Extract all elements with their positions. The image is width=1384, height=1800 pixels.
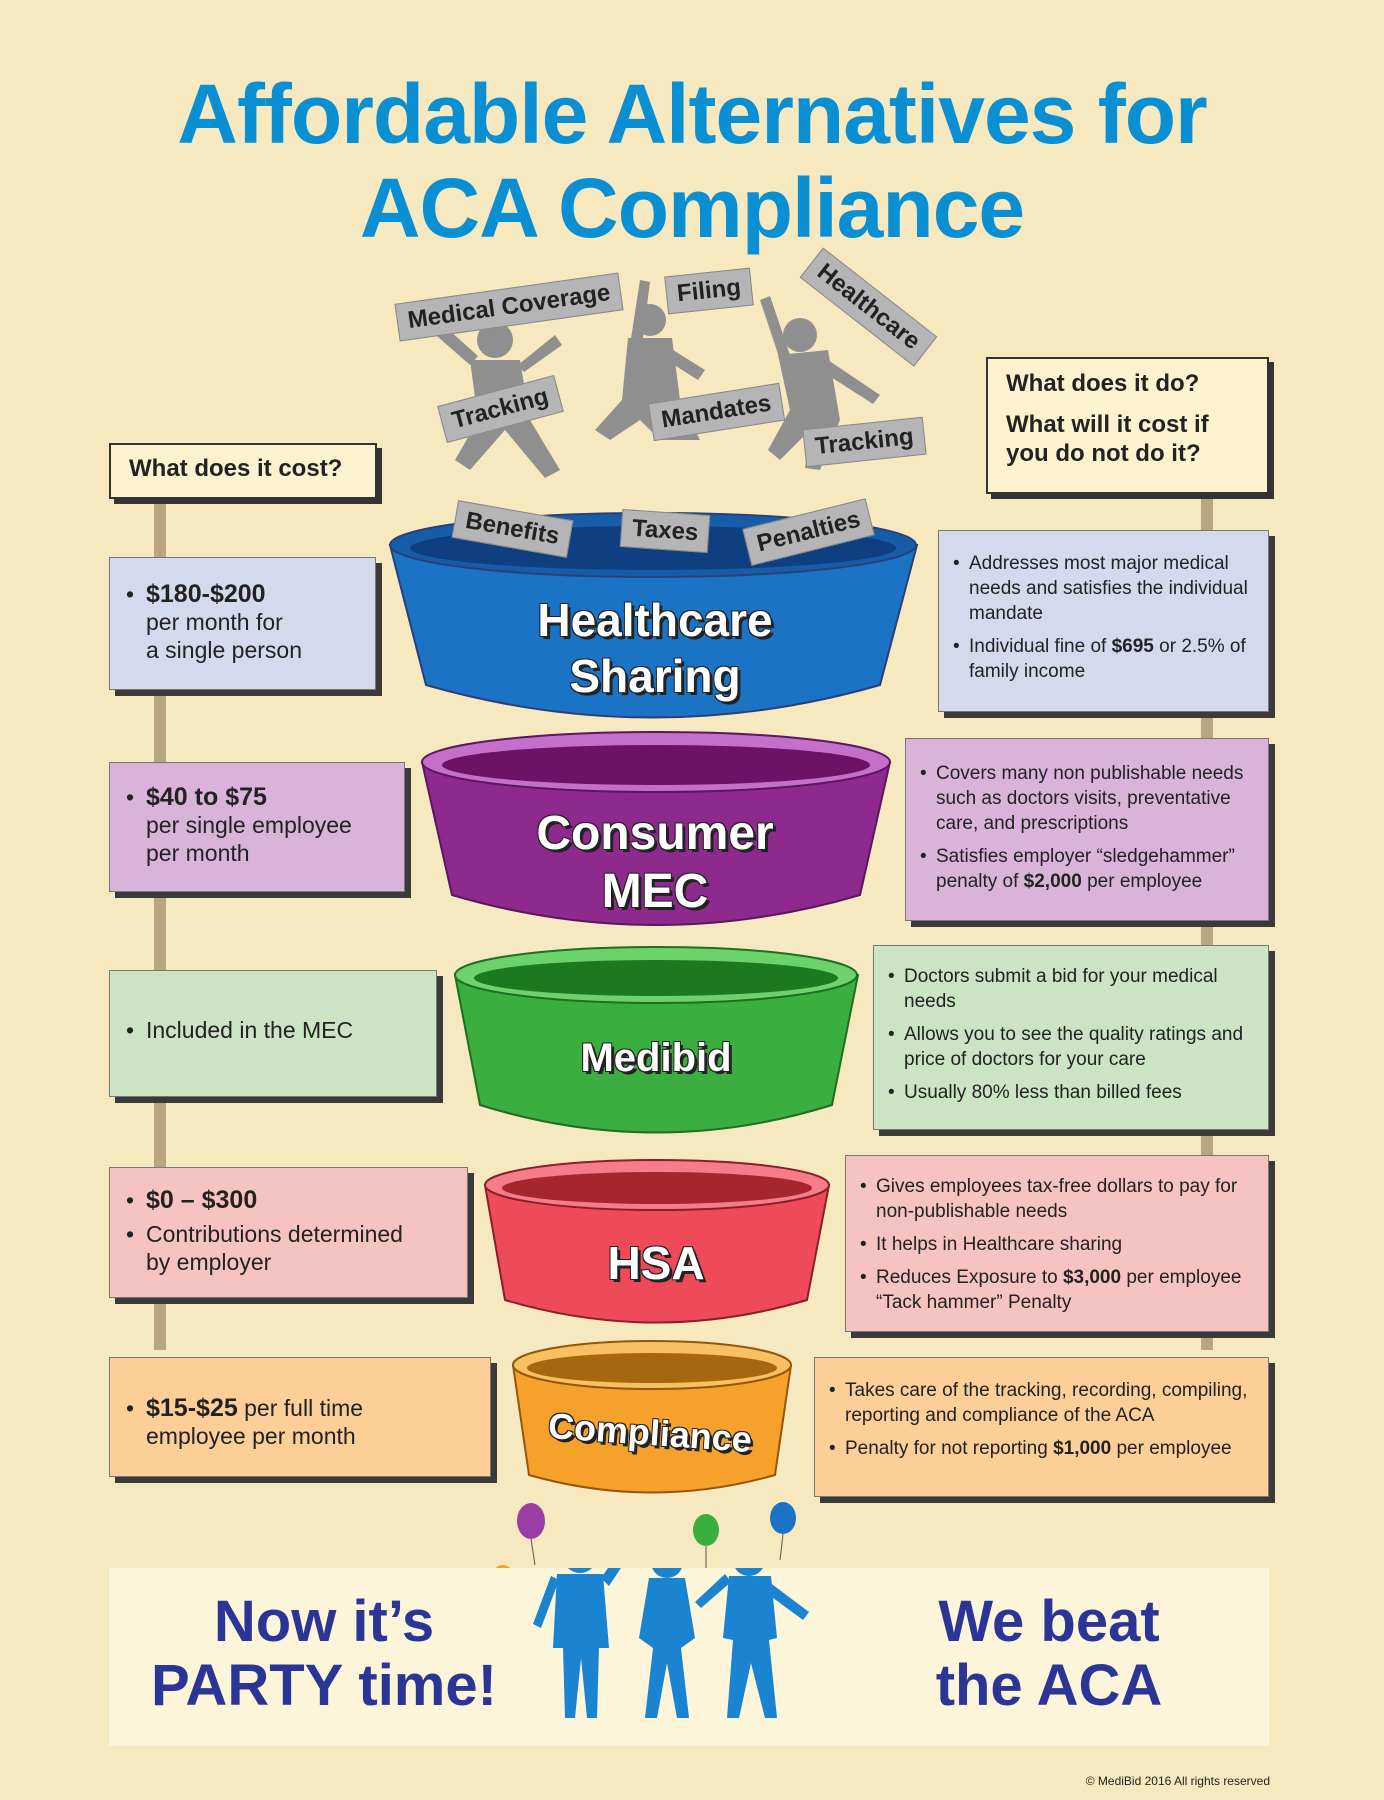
detail-item: Gives employees tax-free dollars to pay …	[858, 1174, 1256, 1224]
funnel-tier-medibid	[453, 946, 860, 1134]
cost-box-healthcare-sharing: $180-$200 per month for a single person	[109, 557, 376, 690]
detail-box-hsa: Gives employees tax-free dollars to pay …	[845, 1155, 1269, 1332]
left-pole	[154, 490, 166, 1350]
detail-item: Penalty for not reporting $1,000 per emp…	[827, 1436, 1256, 1461]
detail-text: per employee	[1111, 1438, 1232, 1459]
party-left-text: Now it’s PARTY time!	[139, 1590, 509, 1718]
funnel-tier-compliance	[511, 1340, 793, 1494]
detail-box-healthcare-sharing: Addresses most major medical needs and s…	[938, 530, 1269, 712]
cost-line-1: per single employee	[146, 812, 352, 838]
celebrating-people-icon	[533, 1568, 809, 1718]
detail-text: Doctors submit a bid for your medical ne…	[904, 966, 1218, 1012]
cost-item: Contributions determined by employer	[124, 1220, 416, 1276]
cost-line-2: per month	[146, 840, 250, 866]
tier-label-line-1: Medibid	[580, 1036, 732, 1080]
detail-text: Allows you to see the quality ratings an…	[904, 1024, 1244, 1070]
left-header-text: What does it cost?	[129, 455, 343, 482]
detail-box-medibid: Doctors submit a bid for your medical ne…	[873, 945, 1269, 1130]
flying-word-taxes: Taxes	[619, 508, 711, 554]
cost-item: $180-$200 per month for a single person	[124, 580, 361, 664]
detail-text: per employee	[1081, 871, 1203, 892]
detail-item: Doctors submit a bid for your medical ne…	[886, 964, 1256, 1014]
detail-text: Reduces Exposure to	[876, 1267, 1063, 1288]
cost-item: $0 – $300	[124, 1186, 453, 1214]
cost-box-hsa: $0 – $300 Contributions determined by em…	[109, 1167, 468, 1298]
cost-amount: $40 to $75	[146, 783, 267, 811]
party-left-line-1: Now it’s	[213, 1589, 435, 1654]
cost-amount: $15-$25	[146, 1394, 238, 1422]
detail-item: Covers many non publishable needs such a…	[918, 761, 1256, 836]
tier-label-hsa: HSA	[556, 1236, 756, 1290]
detail-text: Takes care of the tracking, recording, c…	[845, 1380, 1248, 1426]
detail-amount: $2,000	[1023, 871, 1082, 892]
detail-item: Addresses most major medical needs and s…	[951, 551, 1256, 626]
detail-box-compliance: Takes care of the tracking, recording, c…	[814, 1357, 1269, 1497]
tier-label-line-2: MEC	[601, 865, 709, 918]
tier-label-line-1: Consumer	[536, 807, 774, 860]
detail-item: It helps in Healthcare sharing	[858, 1232, 1256, 1257]
right-header-line-1: What does it do?	[1006, 370, 1200, 397]
detail-amount: $695	[1111, 636, 1154, 657]
detail-text: Usually 80% less than billed fees	[904, 1082, 1182, 1103]
detail-text: or 2.5% of family income	[969, 636, 1246, 682]
detail-amount: $1,000	[1053, 1438, 1112, 1459]
party-banner: Now it’s PARTY time! We beat the ACA	[109, 1568, 1269, 1746]
cost-box-medibid: Included in the MEC	[109, 970, 437, 1097]
detail-item: Satisfies employer “sledgehammer” penalt…	[918, 844, 1256, 894]
tier-label-medibid: Medibid	[506, 1034, 806, 1082]
title-line-2: ACA Compliance	[359, 161, 1025, 255]
cost-box-consumer-mec: $40 to $75 per single employee per month	[109, 762, 405, 892]
detail-box-consumer-mec: Covers many non publishable needs such a…	[905, 738, 1269, 921]
cost-line-1: per month for	[146, 609, 283, 635]
cost-item: $15-$25 per full time employee per month	[124, 1394, 476, 1450]
copyright: © MediBid 2016 All rights reserved	[1085, 1774, 1270, 1788]
detail-item: Individual fine of $695 or 2.5% of famil…	[951, 634, 1256, 684]
detail-item: Takes care of the tracking, recording, c…	[827, 1378, 1256, 1428]
party-right-line-1: We beat	[938, 1589, 1160, 1654]
detail-item: Usually 80% less than billed fees	[886, 1080, 1256, 1105]
cost-amount: $180-$200	[146, 580, 266, 608]
detail-text: Satisfies employer “sledgehammer” penalt…	[936, 846, 1235, 892]
right-header: What does it do? What will it cost if yo…	[986, 357, 1269, 494]
detail-text: Covers many non publishable needs such a…	[936, 763, 1244, 834]
detail-item: Allows you to see the quality ratings an…	[886, 1022, 1256, 1072]
party-left-line-2: PARTY time!	[151, 1653, 497, 1718]
funnel-tier-hsa	[483, 1159, 831, 1324]
party-right-text: We beat the ACA	[899, 1590, 1199, 1718]
detail-item: Reduces Exposure to $3,000 per employee …	[858, 1265, 1256, 1315]
title-line-1: Affordable Alternatives for	[177, 67, 1207, 161]
right-header-line-3: you do not do it?	[1006, 440, 1201, 467]
detail-text: Gives employees tax-free dollars to pay …	[876, 1176, 1238, 1222]
tier-label-healthcare-sharing: Healthcare Sharing	[470, 592, 840, 704]
cost-box-compliance: $15-$25 per full time employee per month	[109, 1357, 491, 1477]
cost-line-2: a single person	[146, 637, 302, 663]
detail-text: Addresses most major medical needs and s…	[969, 553, 1248, 624]
tier-label-line-1: HSA	[607, 1237, 705, 1289]
detail-text: Individual fine of	[969, 636, 1112, 657]
detail-amount: $3,000	[1062, 1267, 1122, 1288]
cost-line-2: employee per month	[146, 1423, 356, 1449]
tier-label-consumer-mec: Consumer MEC	[480, 805, 830, 921]
party-right-line-2: the ACA	[935, 1653, 1163, 1718]
tier-label-line-2: Sharing	[569, 650, 741, 702]
funnel-tier-consumer-mec	[420, 731, 892, 926]
cost-line-1: per full time	[237, 1395, 364, 1421]
right-header-line-2: What will it cost if	[1006, 411, 1209, 438]
tier-label-line-1: Healthcare	[537, 594, 773, 646]
cost-item: $40 to $75 per single employee per month	[124, 783, 390, 867]
detail-text: Penalty for not reporting	[845, 1438, 1054, 1459]
cost-item: Included in the MEC	[124, 1016, 422, 1044]
detail-text: per employee “Tack hammer” Penalty	[876, 1267, 1242, 1313]
detail-text: It helps in Healthcare sharing	[876, 1234, 1123, 1255]
cost-amount: $0 – $300	[146, 1186, 258, 1214]
left-header: What does it cost?	[109, 443, 377, 499]
